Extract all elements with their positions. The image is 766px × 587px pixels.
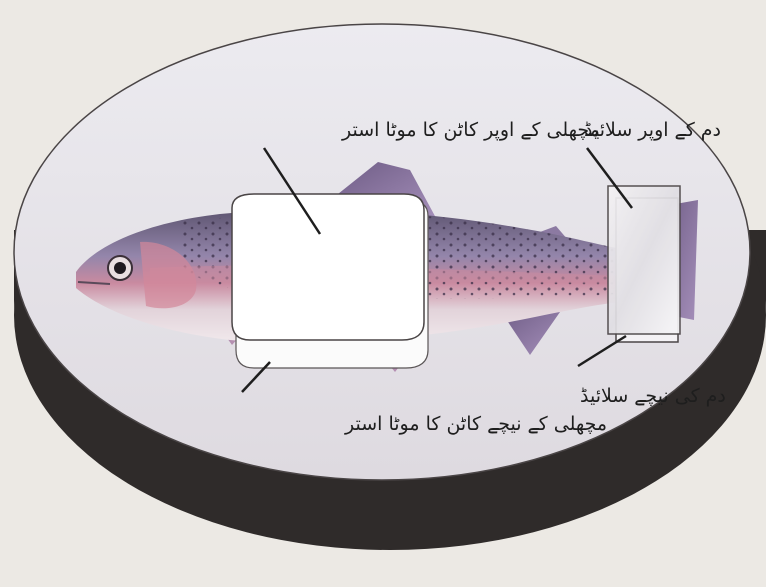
tail-slides: [608, 186, 680, 342]
pupil: [114, 262, 126, 274]
upper-tail-slide-plate: [608, 186, 680, 334]
upper-tail-slide-label: دم کے اوپر سلائیڈ: [584, 119, 721, 141]
lower-tail-slide-label: دم کی نیچے سلائیڈ: [580, 385, 726, 407]
cotton-layers: [232, 194, 428, 368]
lower-fish-layer-label: مچھلی کے نیچے کاٹن کا موٹا استر: [344, 413, 607, 435]
upper-fish-layer-label: مچھلی کے اوپر کاٹن کا موٹا استر: [341, 119, 600, 141]
upper-cotton-layer: [232, 194, 424, 340]
